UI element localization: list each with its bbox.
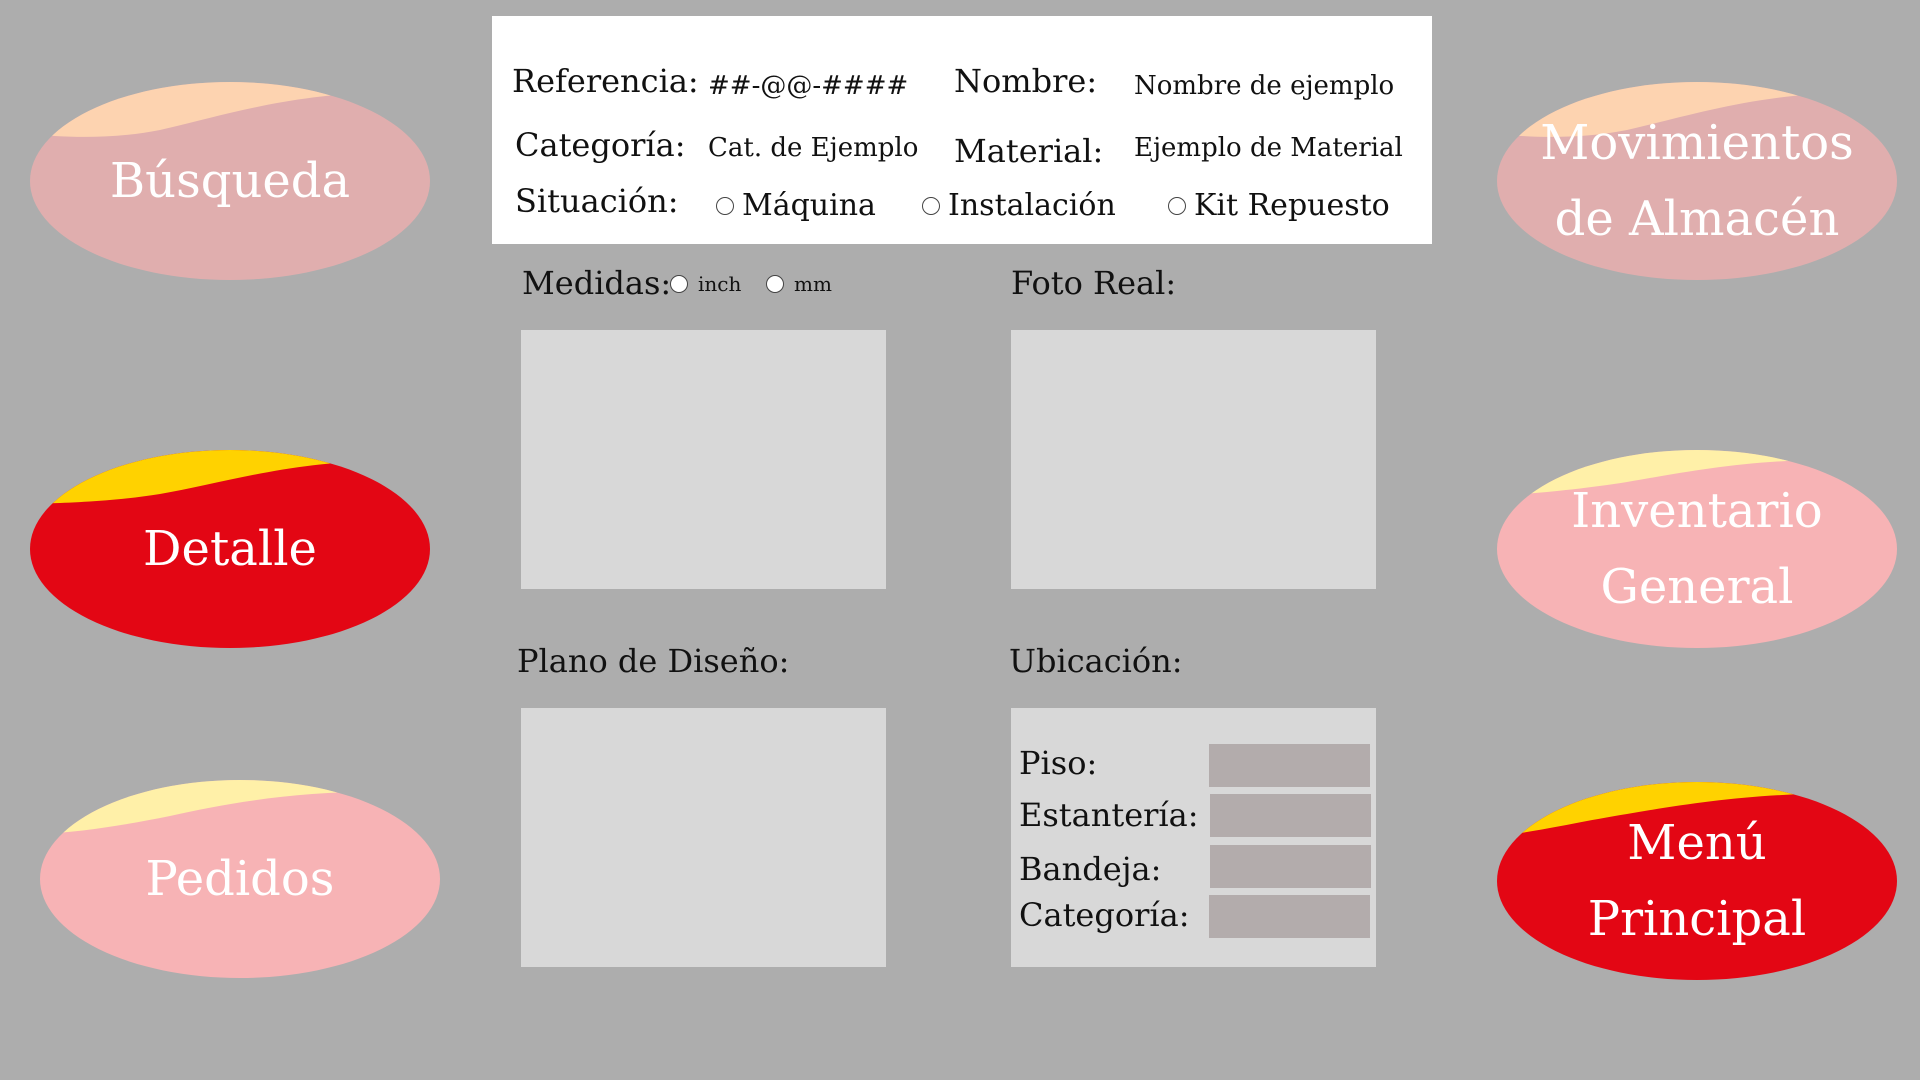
radio-mm[interactable]	[766, 275, 784, 293]
ubicacion-bandeja-label: Bandeja:	[1019, 850, 1162, 888]
medidas-image-panel	[521, 330, 886, 589]
ubicacion-piso-field[interactable]	[1209, 744, 1370, 787]
categoria-label: Categoría:	[515, 126, 686, 164]
situacion-option-label: Instalación	[948, 188, 1116, 223]
nombre-value: Nombre de ejemplo	[1134, 71, 1395, 101]
pedidos-button[interactable]: Pedidos	[40, 780, 440, 978]
medidas-option-inch[interactable]: inch	[670, 272, 741, 296]
menu-label: Menú Principal	[1587, 815, 1807, 947]
situacion-option-label: Máquina	[742, 188, 876, 223]
detalle-accent-cap	[30, 450, 430, 560]
medidas-option-label: mm	[794, 272, 832, 296]
pedidos-label: Pedidos	[145, 851, 335, 907]
categoria-value: Cat. de Ejemplo	[708, 133, 919, 163]
pedidos-accent-cap	[40, 780, 440, 890]
menu-principal-button[interactable]: Menú Principal	[1497, 782, 1897, 980]
detalle-button[interactable]: Detalle	[30, 450, 430, 648]
ubicacion-categoria-field[interactable]	[1209, 895, 1370, 938]
busqueda-accent-cap	[30, 82, 430, 192]
situacion-option-label: Kit Repuesto	[1194, 188, 1390, 223]
material-value: Ejemplo de Material	[1134, 133, 1403, 163]
inventario-general-button[interactable]: Inventario General	[1497, 450, 1897, 648]
situacion-option-kit-repuesto[interactable]: Kit Repuesto	[1168, 188, 1390, 223]
referencia-label: Referencia:	[512, 62, 699, 100]
ubicacion-bandeja-field[interactable]	[1210, 845, 1371, 888]
busqueda-button[interactable]: Búsqueda	[30, 82, 430, 280]
medidas-option-mm[interactable]: mm	[766, 272, 832, 296]
medidas-label: Medidas:	[522, 264, 672, 302]
situacion-label: Situación:	[515, 182, 679, 220]
plano-diseno-label: Plano de Diseño:	[517, 642, 790, 680]
foto-real-image-panel	[1011, 330, 1376, 589]
ubicacion-estanteria-field[interactable]	[1210, 794, 1371, 837]
movimientos-almacen-button[interactable]: Movimientos de Almacén	[1497, 82, 1897, 280]
busqueda-label: Búsqueda	[109, 153, 351, 209]
nombre-label: Nombre:	[954, 62, 1098, 100]
ubicacion-panel: Piso: Estantería: Bandeja: Categoría:	[1011, 708, 1376, 967]
ubicacion-piso-label: Piso:	[1019, 744, 1098, 782]
material-label: Material:	[954, 132, 1104, 170]
situacion-option-maquina[interactable]: Máquina	[716, 188, 876, 223]
menu-accent-cap	[1497, 782, 1897, 892]
detalle-label: Detalle	[143, 521, 317, 577]
ubicacion-estanteria-label: Estantería:	[1019, 796, 1199, 834]
foto-real-label: Foto Real:	[1011, 264, 1177, 302]
ubicacion-label: Ubicación:	[1009, 642, 1183, 680]
inventario-accent-cap	[1497, 450, 1897, 560]
radio-instalacion[interactable]	[922, 196, 940, 215]
situacion-option-instalacion[interactable]: Instalación	[922, 188, 1116, 223]
radio-inch[interactable]	[670, 275, 688, 293]
radio-kit-repuesto[interactable]	[1168, 196, 1186, 215]
referencia-value: ##-@@-####	[708, 71, 909, 101]
movimientos-label: Movimientos de Almacén	[1540, 115, 1854, 247]
ubicacion-categoria-label: Categoría:	[1019, 896, 1190, 934]
radio-maquina[interactable]	[716, 196, 734, 215]
plano-diseno-image-panel	[521, 708, 886, 967]
header-card: Referencia: ##-@@-#### Nombre: Nombre de…	[492, 16, 1432, 244]
movimientos-accent-cap	[1497, 82, 1897, 192]
medidas-option-label: inch	[698, 272, 742, 296]
inventario-label: Inventario General	[1571, 483, 1823, 615]
